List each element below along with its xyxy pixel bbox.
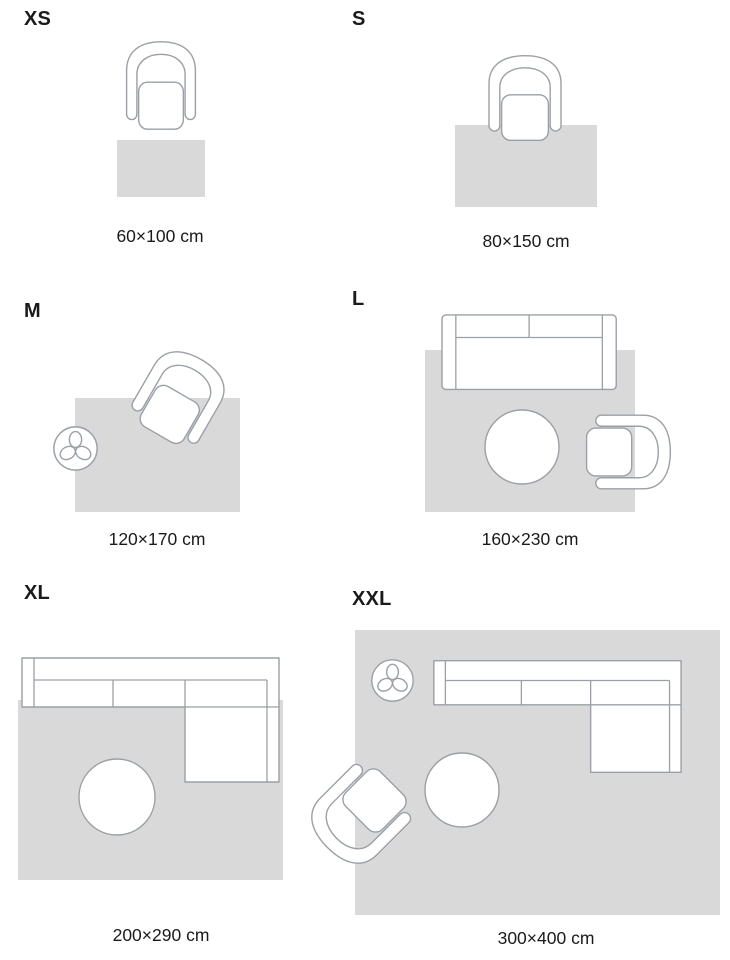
size-label-xl: XL: [24, 582, 50, 604]
sofa-icon: [441, 314, 617, 391]
armchair-icon: [125, 41, 197, 130]
size-label-m: M: [24, 300, 41, 322]
scene-l: [425, 314, 671, 512]
round-table-icon: [485, 410, 559, 484]
size-caption-xl: 200×290 cm: [112, 925, 210, 945]
size-caption-m: 120×170 cm: [108, 529, 206, 549]
scene-s: [455, 55, 597, 207]
armchair-icon: [488, 55, 562, 142]
pouf-icon: [79, 759, 155, 835]
size-caption-l: 160×230 cm: [481, 529, 579, 549]
size-label-xxl: XXL: [352, 588, 392, 610]
size-caption-xs: 60×100 cm: [116, 226, 204, 246]
size-caption-s: 80×150 cm: [482, 231, 570, 251]
armchair-icon: [585, 414, 671, 490]
rug-xs: [117, 140, 205, 197]
size-label-xs: XS: [24, 8, 52, 30]
scene-xs: [117, 41, 205, 197]
size-caption-xxl: 300×400 cm: [497, 928, 595, 948]
plant-icon: [53, 426, 98, 471]
scene-xl: [18, 657, 283, 880]
size-label-s: S: [352, 8, 366, 30]
scene-xxl: [298, 630, 720, 915]
pouf-icon: [425, 753, 499, 827]
scene-m: [53, 339, 240, 512]
plant-icon: [371, 659, 414, 702]
size-label-l: L: [352, 288, 365, 310]
